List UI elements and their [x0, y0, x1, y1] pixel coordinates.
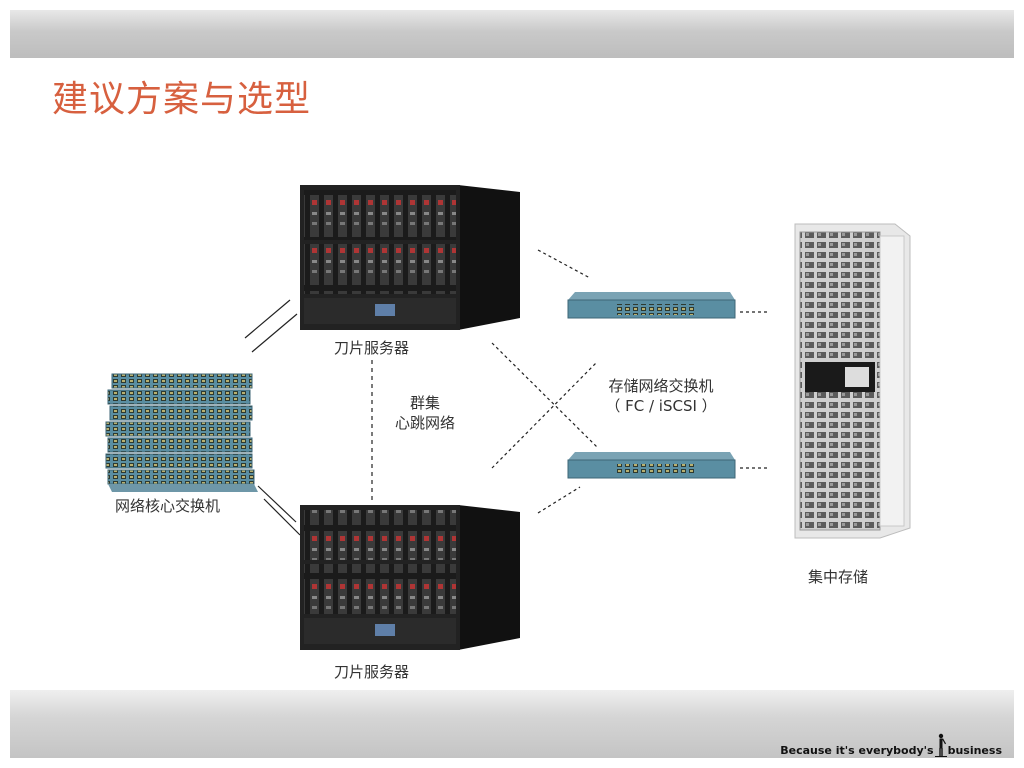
tagline-prefix: Because it's everybody's [780, 744, 934, 757]
blade-server-top-label: 刀片服务器 [334, 339, 410, 357]
centralized-storage-rack [794, 223, 911, 539]
tagline-suffix: business [947, 744, 1002, 757]
core-switch-label: 网络核心交换机 [115, 497, 221, 515]
connection-lines [244, 249, 768, 536]
blade-server-top [300, 185, 520, 330]
storage-switch-label: 存储网络交换机 （ FC / iSCSI ） [596, 376, 726, 416]
storage-switch-label-line2: （ FC / iSCSI ） [605, 397, 717, 415]
storage-switch-bottom [567, 452, 736, 479]
footer-tagline: Because it's everybody's business [780, 733, 1002, 757]
top-banner [10, 10, 1014, 58]
person-figure-icon [934, 733, 947, 757]
cluster-label-line1: 群集 [409, 394, 440, 412]
storage-switch-label-line1: 存储网络交换机 [608, 377, 714, 395]
cluster-heartbeat-label: 群集 心跳网络 [385, 393, 465, 433]
storage-label: 集中存储 [808, 568, 869, 586]
storage-switch-top [567, 292, 736, 319]
blade-server-bottom-label: 刀片服务器 [334, 663, 410, 681]
slide-title: 建议方案与选型 [52, 79, 312, 120]
blade-server-bottom [300, 505, 520, 650]
bottom-banner [10, 690, 1014, 758]
core-switch-stack [105, 373, 258, 492]
cluster-label-line2: 心跳网络 [394, 414, 455, 432]
